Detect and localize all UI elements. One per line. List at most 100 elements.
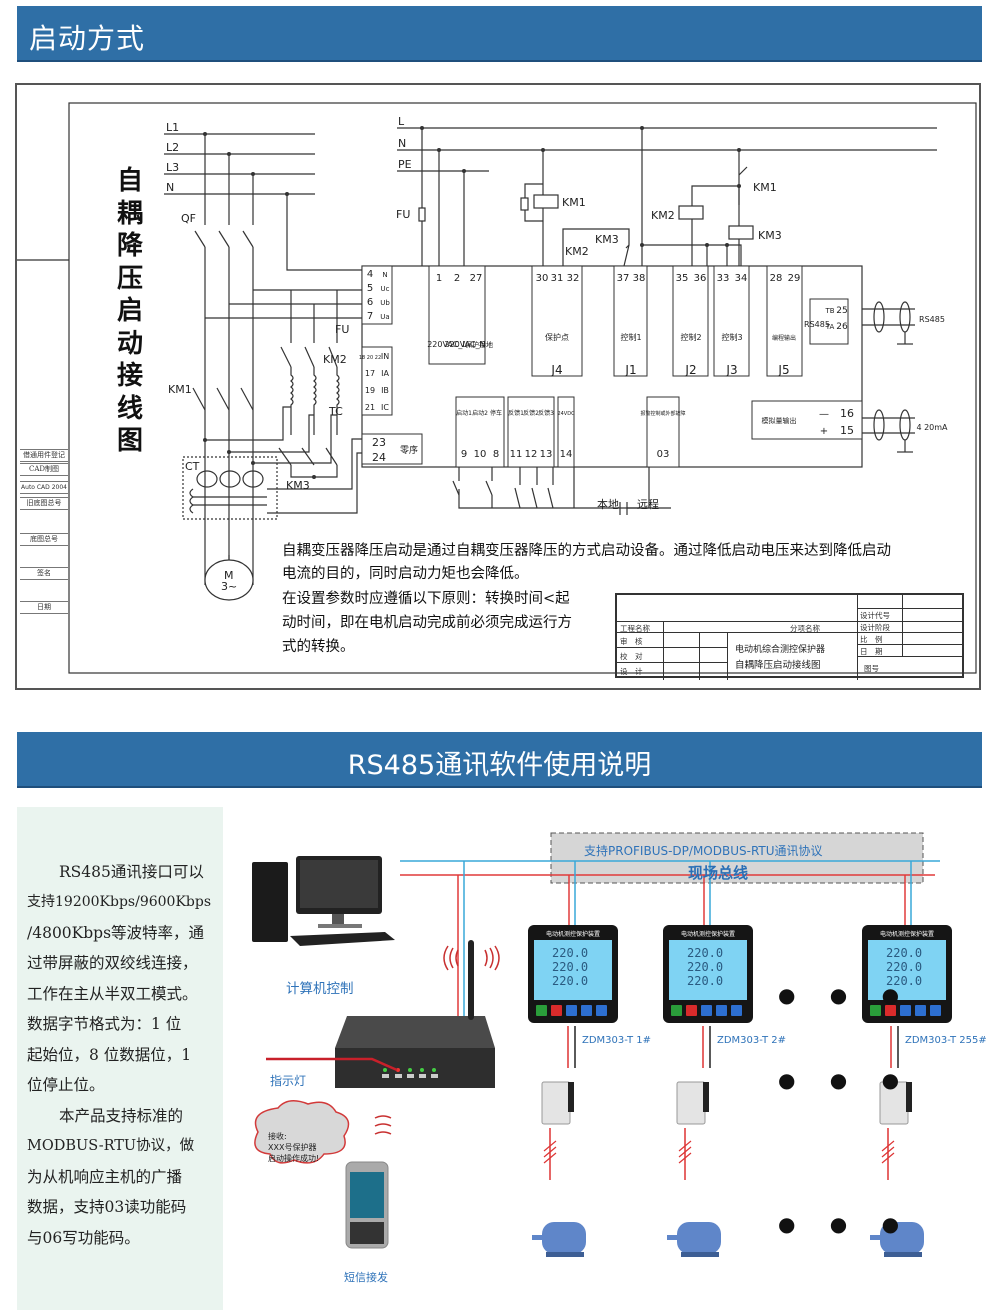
term-13: 13 [540,449,553,460]
computer-icon [252,856,395,946]
description-line-3: 在设置参数时应遵循以下原则：转换时间<起 [282,591,570,607]
tb-review: 审 核 [620,637,643,646]
term-35: 35 [676,273,689,284]
term-1: 1 [436,273,442,284]
label-km3-contact: KM3 [595,233,619,246]
device-button[interactable] [885,1005,896,1016]
analog-output-label: 模拟量输出 [762,416,797,425]
device-button[interactable] [536,1005,547,1016]
bus-protocol-label: 支持PROFIBUS-DP/MODBUS-RTU通讯协议 [584,844,823,858]
term-31: 31 [551,273,564,284]
device-button[interactable] [900,1005,911,1016]
ellipsis-contactors: ● ● ● [778,1068,914,1092]
term-9: 9 [461,449,467,460]
term-11: 11 [510,449,523,460]
tb-title-line1: 电动机综合测控保护器 [735,645,826,655]
device-reading: 220.0 [687,974,723,988]
device-button[interactable] [716,1005,727,1016]
term-27: 27 [470,273,483,284]
device-reading: 220.0 [886,960,922,974]
rs485-description-panel: RS485通讯接口可以 支持19200Kbps/9600Kbps /4800Kb… [17,807,223,1310]
device-button[interactable] [701,1005,712,1016]
term-03: 03 [657,449,670,460]
label-remote: 远程 [637,498,659,511]
device-button[interactable] [551,1005,562,1016]
relay-label-ctrl1: 控制1 [620,332,641,342]
para1-line5: 工作在主从半双工模式。 [27,985,198,1003]
analog-cable-label: 4 20mA [916,423,948,432]
device-button[interactable] [686,1005,697,1016]
term-19: 19 [365,386,375,395]
para2-line5: 与06写功能码。 [27,1229,140,1247]
device-button[interactable] [596,1005,607,1016]
label-tc: TC [328,405,343,418]
power-label-n: 220VAC_N [444,340,485,349]
device-button[interactable] [731,1005,742,1016]
term-4: 4 [367,269,373,280]
term-label-ia: IA [381,369,389,378]
bubble-line-3: 启动操作成功! [268,1154,320,1163]
term-label-ib: IB [381,386,389,395]
label-km2-contact: KM2 [565,245,589,258]
term-14: 14 [560,449,573,460]
tb-design-stage: 设计阶段 [860,623,890,632]
device-button[interactable] [566,1005,577,1016]
device-reading: 220.0 [886,946,922,960]
power-label-ground: 保护接地 [465,340,493,349]
term-34: 34 [735,273,748,284]
term-label-in: IN [381,352,389,361]
side-cell-autocad: Auto CAD 2004 [20,481,68,494]
label-ct: CT [185,460,200,473]
tb-design: 设 计 [620,667,643,676]
term-28: 28 [770,273,783,284]
term-label-zero-seq: 零序 [400,444,418,456]
term-label-n: N [382,271,387,279]
label-km2-coil: KM2 [651,209,675,222]
label-km1-coil: KM1 [562,196,586,209]
term-label-ua: Ua [380,313,389,321]
term-8: 8 [493,449,499,460]
relay-label-ctrl3: 控制3 [721,332,742,342]
term-label-tb: TB [824,307,834,315]
device-button[interactable] [930,1005,941,1016]
description-line-5: 式的转换。 [282,639,355,655]
contactor-icon [879,1081,912,1180]
tb-sub-name: 分项名称 [790,624,820,633]
device-title: 电动机测控保护装置 [546,930,600,938]
tb-title-line2: 自耦降压启动接线图 [735,660,821,671]
term-32: 32 [567,273,580,284]
term-label-uc: Uc [381,285,390,293]
relay-j5: J5 [777,363,789,377]
input-label-fb2: 反馈2 [523,409,539,417]
section-title-rs485: RS485通讯软件使用说明 [347,750,652,781]
tb-project-name: 工程名称 [620,624,650,633]
device-reading: 220.0 [552,974,588,988]
power-label-l: 220VAC_L [427,340,467,349]
device-button[interactable] [870,1005,881,1016]
relay-j4: J4 [550,363,562,377]
section-title: 启动方式 [29,22,146,55]
label-fu-left: FU [335,323,349,336]
diagram-vertical-title: 自耦降压启动接线图 [116,166,143,456]
input-label-stop: 停车 [490,409,502,417]
antenna-icon [468,940,474,1020]
rs485-label: RS485 [804,320,830,329]
device-button[interactable] [581,1005,592,1016]
title-block: 工程名称 分项名称 审 核 校 对 设 计 设计代号 设计阶段 比 例 日 期 … [615,593,964,680]
gateway-device-icon [335,940,495,1088]
motor-label-phase: 3~ [221,580,237,593]
device-title: 电动机测控保护装置 [681,930,735,938]
device-button[interactable] [671,1005,682,1016]
inner-frame [68,102,977,674]
relay-label-ctrl2: 控制2 [680,332,701,342]
device-button[interactable] [915,1005,926,1016]
indicator-light-label: 指示灯 [270,1074,307,1088]
ellipsis-motors: ● ● ● [778,1212,914,1236]
term-24: 24 [372,451,386,464]
relay-label-protect: 保护点 [545,332,569,342]
term-10: 10 [474,449,487,460]
input-label-fb3: 反馈3 [538,409,554,417]
